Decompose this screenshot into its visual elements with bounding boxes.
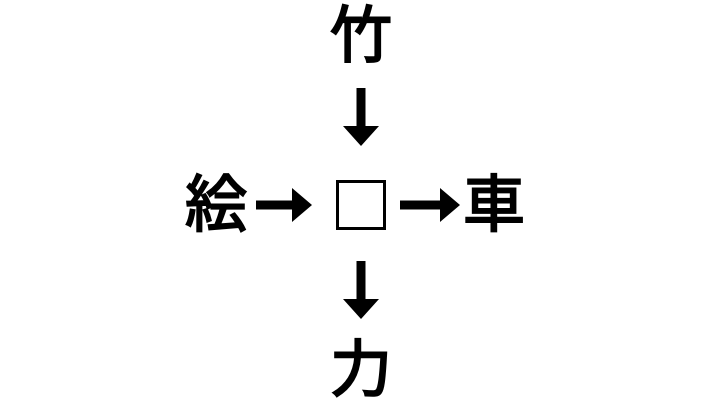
arrow-right-icon-right <box>400 186 460 224</box>
kanji-bottom: 力 <box>329 333 392 406</box>
kanji-top: 竹 <box>329 0 392 72</box>
kanji-right: 車 <box>462 168 525 241</box>
arrow-down-icon <box>341 88 381 146</box>
answer-box[interactable] <box>336 180 386 230</box>
arrow-down-icon-bottom <box>341 261 381 319</box>
kanji-left: 絵 <box>184 168 247 241</box>
arrow-right-icon-left <box>256 186 312 224</box>
